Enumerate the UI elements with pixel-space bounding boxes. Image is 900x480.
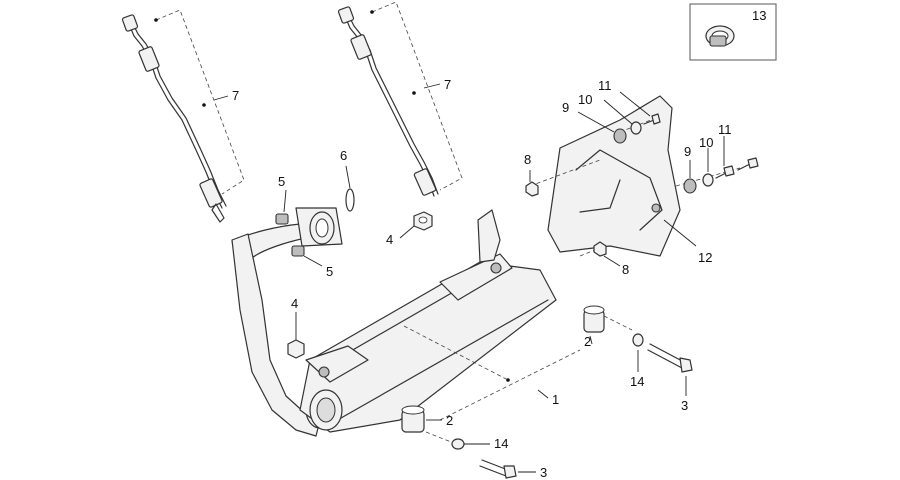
callout-5-lower: 5 [326, 264, 333, 279]
heat-shield [547, 95, 681, 257]
callout-11-right: 11 [718, 122, 732, 137]
nut-8-upper [525, 181, 539, 197]
bolt-lower [479, 459, 517, 479]
nut-8-lower [593, 241, 607, 257]
callout-8-lower: 8 [622, 262, 629, 277]
lambda-sensor-left [121, 14, 227, 223]
washer-10-upper [630, 121, 642, 135]
stud-upper [275, 213, 289, 225]
grommet-9-upper [613, 128, 627, 144]
callout-8-upper: 8 [524, 152, 531, 167]
rubber-mount-upper [583, 305, 605, 333]
callout-13: 13 [752, 8, 766, 23]
stud-lower [291, 245, 305, 257]
washer-lower [451, 438, 465, 450]
callout-12: 12 [698, 250, 712, 265]
silencer [299, 253, 557, 433]
washer-upper [632, 333, 644, 347]
screw-11-upper [643, 113, 661, 125]
callout-4-lower: 4 [291, 296, 298, 311]
rubber-mount-lower [401, 405, 425, 433]
clamp-box [689, 3, 777, 61]
screw-small-far-right [737, 157, 759, 171]
callout-14-lower: 14 [494, 436, 508, 451]
callout-7-left: 7 [232, 88, 239, 103]
callout-10-right: 10 [699, 135, 713, 150]
callout-14-upper: 14 [630, 374, 644, 389]
nut-upper [413, 211, 433, 231]
screw-11-right [715, 165, 735, 179]
callout-3-lower: 3 [540, 465, 547, 480]
grommet-9-right [683, 178, 697, 194]
gasket-ring [345, 188, 355, 212]
callout-10-upper: 10 [578, 92, 592, 107]
callout-11-upper: 11 [598, 78, 612, 93]
callout-3-upper: 3 [681, 398, 688, 413]
washer-10-right [702, 173, 714, 187]
callout-6: 6 [340, 148, 347, 163]
callout-1: 1 [552, 392, 559, 407]
callout-9-right: 9 [684, 144, 691, 159]
lambda-sensor-right [337, 6, 439, 197]
silencer-bracket [477, 209, 501, 263]
callout-2-lower: 2 [446, 413, 453, 428]
callout-5-upper: 5 [278, 174, 285, 189]
callout-7-right: 7 [444, 77, 451, 92]
bolt-upper [647, 343, 693, 373]
callout-4-upper: 4 [386, 232, 393, 247]
callout-9-upper: 9 [562, 100, 569, 115]
callout-2-upper: 2 [584, 334, 591, 349]
nut-lower [287, 339, 305, 359]
